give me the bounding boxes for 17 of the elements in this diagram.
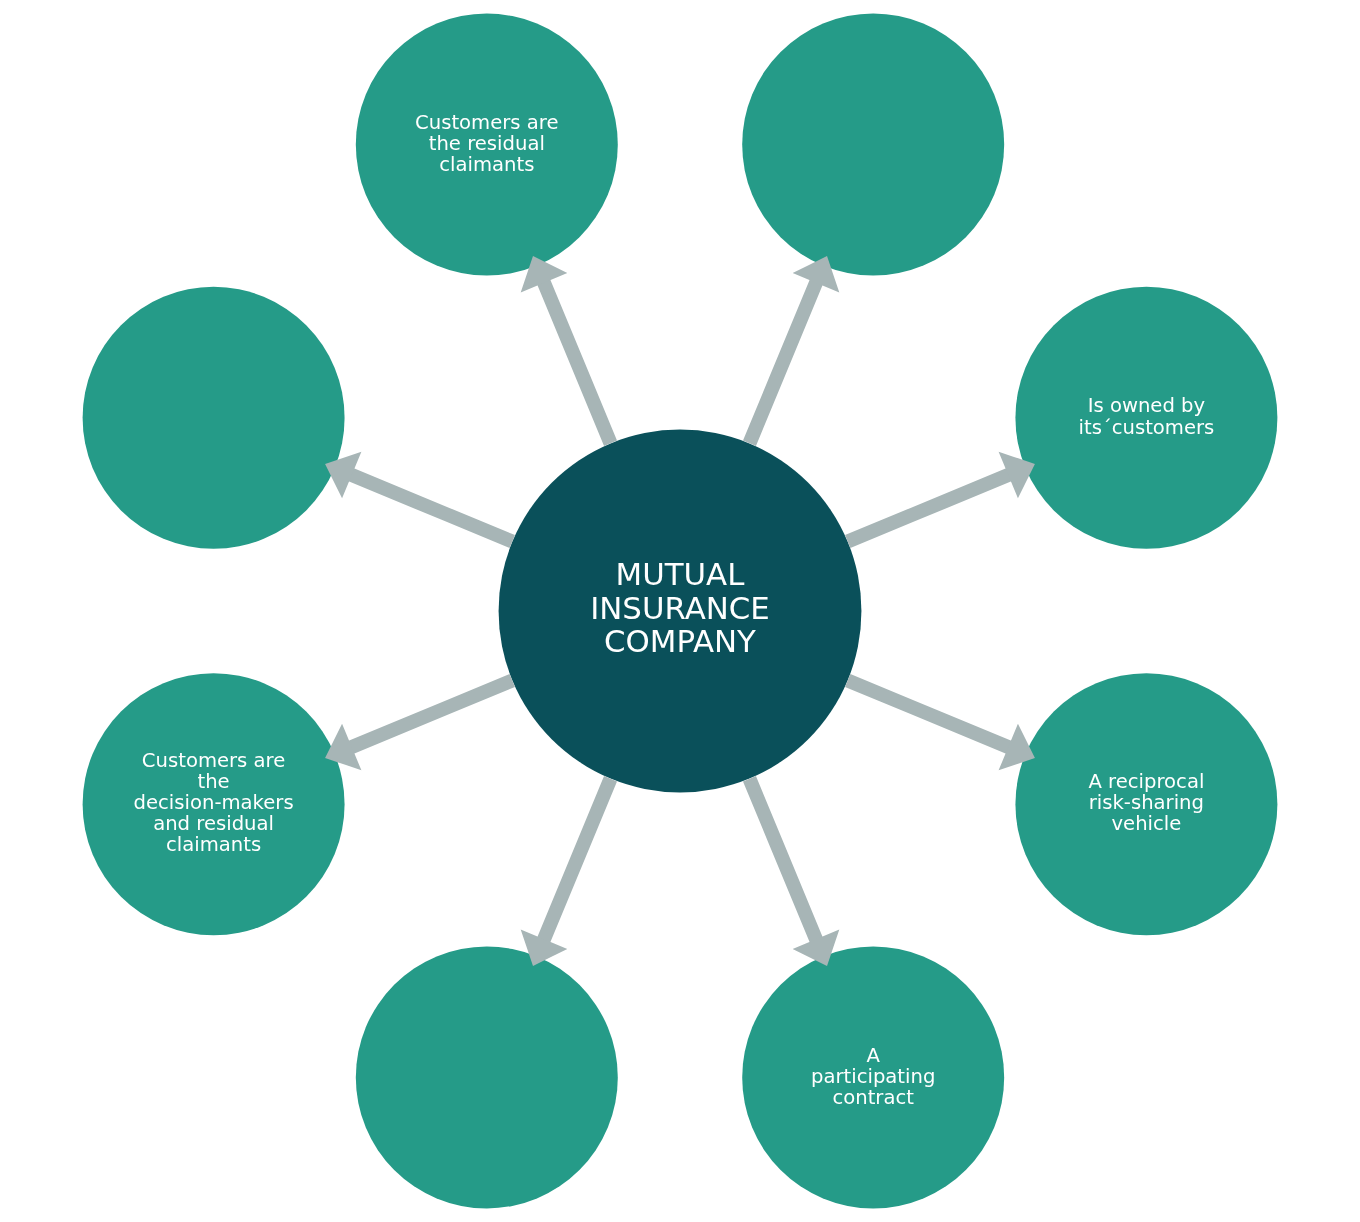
node-circle: Customers are the decision-makers and residual claimants — [82, 673, 345, 936]
node-circle — [742, 13, 1005, 276]
arrow — [325, 674, 515, 771]
arrow — [845, 451, 1035, 548]
arrow — [325, 451, 515, 548]
node-circle — [82, 286, 345, 549]
node-circle: Is owned by its´customers — [1015, 286, 1278, 549]
arrow — [743, 256, 840, 446]
node-circle: A reciprocal risk-sharing vehicle — [1015, 673, 1278, 936]
node-circle: Customers are the residual claimants — [355, 13, 618, 276]
arrow — [520, 776, 617, 966]
arrow — [520, 256, 617, 446]
node-circle — [355, 946, 618, 1209]
arrow — [743, 776, 840, 966]
node-circle: A participating contract — [742, 946, 1005, 1209]
arrow — [845, 674, 1035, 771]
node-circle: MUTUAL INSURANCE COMPANY — [498, 429, 862, 793]
